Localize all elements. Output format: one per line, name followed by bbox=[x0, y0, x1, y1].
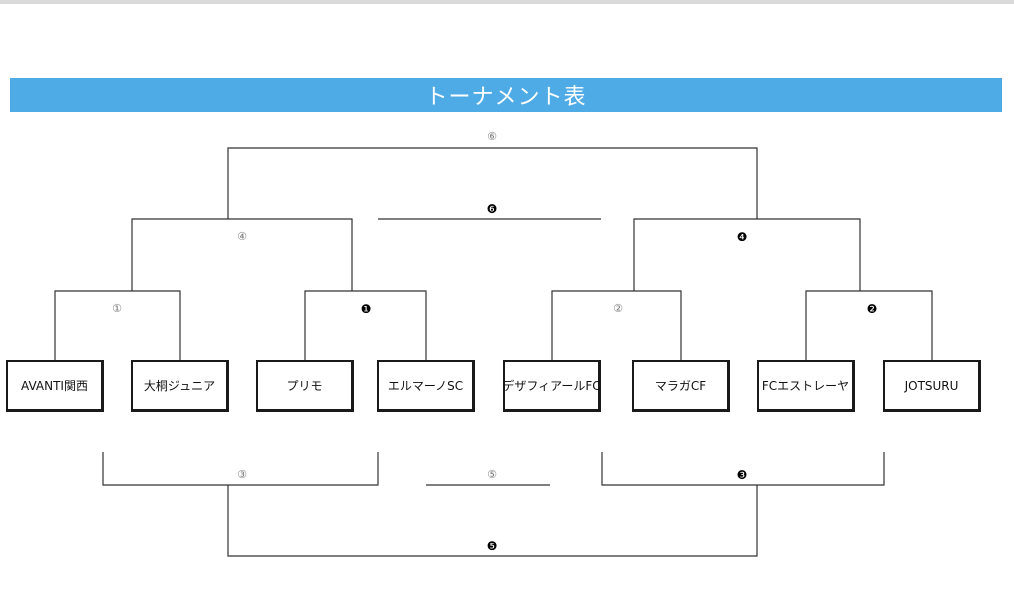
match-label-s5: ❺ bbox=[486, 539, 498, 553]
team-box: プリモ bbox=[256, 360, 354, 412]
team-box: JOTSURU bbox=[883, 360, 981, 412]
tournament-title-banner: トーナメント表 bbox=[10, 78, 1002, 112]
bracket-line-m6 bbox=[227, 147, 758, 219]
match-label-s2: ❷ bbox=[866, 302, 878, 316]
match-label-m5: ⑤ bbox=[487, 468, 497, 481]
bracket-line-m3 bbox=[102, 452, 379, 486]
match-label-s6: ❻ bbox=[486, 202, 498, 216]
team-box: デザフィアールFC bbox=[502, 360, 601, 412]
bracket-line-s3 bbox=[601, 452, 885, 486]
match-label-m3: ③ bbox=[237, 468, 247, 481]
match-label-m6: ⑥ bbox=[487, 130, 497, 143]
team-box: エルマーノSC bbox=[377, 360, 475, 412]
team-box: 大桐ジュニア bbox=[131, 360, 229, 412]
bracket-line-s1 bbox=[304, 290, 427, 360]
match-label-s4: ❹ bbox=[736, 230, 748, 244]
bracket-line-m1 bbox=[54, 290, 181, 360]
bracket-line-s2 bbox=[805, 290, 933, 360]
bracket-line-s4 bbox=[633, 218, 861, 291]
bracket-line-s5 bbox=[227, 485, 758, 557]
match-label-m2: ② bbox=[613, 302, 623, 315]
team-box: AVANTI関西 bbox=[6, 360, 104, 412]
match-label-s3: ❸ bbox=[736, 468, 748, 482]
match-label-m4: ④ bbox=[237, 230, 247, 243]
team-box: FCエストレーヤ bbox=[757, 360, 855, 412]
bracket-line-m4 bbox=[131, 218, 353, 291]
match-label-s1: ❶ bbox=[360, 302, 372, 316]
bracket-line-m2 bbox=[551, 290, 682, 360]
team-box: マラガCF bbox=[632, 360, 730, 412]
top-divider bbox=[0, 0, 1014, 4]
match-label-m1: ① bbox=[112, 302, 122, 315]
